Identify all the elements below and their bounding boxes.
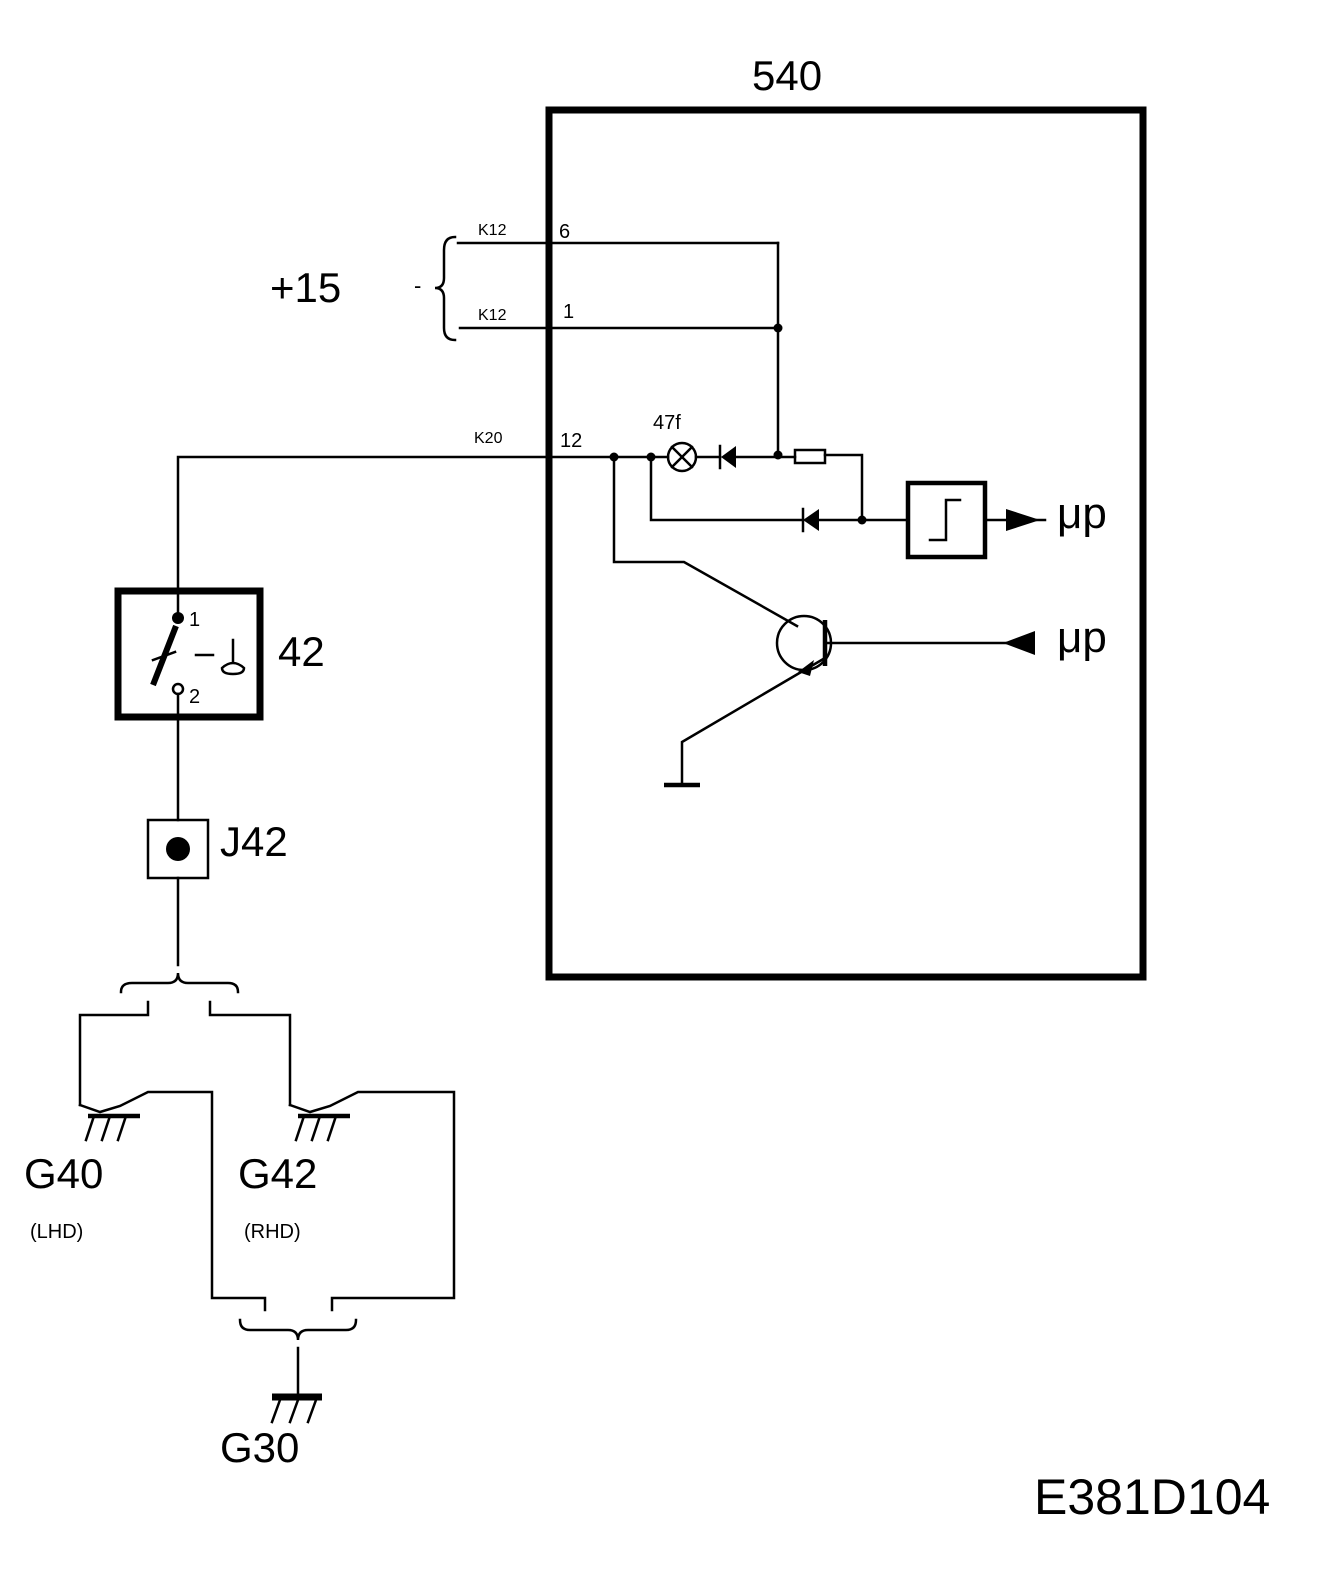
wire-pin-1: K12 1 [458, 301, 780, 330]
resistor-icon [793, 448, 827, 465]
switch-pin-1-dot [172, 612, 184, 624]
connector-j42-label: J42 [220, 818, 288, 865]
output-schmitt-label: μp [1057, 489, 1107, 538]
wire-pin-12: K20 12 [176, 430, 670, 617]
module-540-frame [545, 106, 1147, 981]
junction-dot [773, 323, 783, 333]
ground-g40-label: G40 [24, 1150, 103, 1197]
connector-j42-dot [166, 837, 190, 861]
module-540: 540 [545, 52, 1147, 981]
pin-6-connector: K12 [478, 222, 507, 239]
pin-12-connector: K20 [474, 430, 503, 447]
switch-42: 1 2 42 [114, 587, 325, 721]
reference-code: E381D104 [1034, 1469, 1270, 1525]
arrow-right-icon [1006, 509, 1040, 531]
arrow-left-icon [1003, 631, 1035, 655]
transistor [612, 455, 1032, 788]
ground-g42-label: G42 [238, 1150, 317, 1197]
oil-pressure-icon [220, 661, 246, 676]
pin-1-number: 1 [563, 301, 574, 323]
pin-1-connector: K12 [478, 307, 507, 324]
lamp-47f: 47f [653, 412, 698, 473]
variant-brace [119, 972, 240, 994]
switch-pin-1-label: 1 [189, 609, 200, 631]
connector-j42: J42 [146, 818, 288, 880]
step-icon [928, 498, 962, 542]
supply-brace [434, 235, 457, 342]
schmitt-trigger [905, 480, 988, 560]
pin-12-number: 12 [560, 430, 582, 452]
ground-g40-variant: (LHD) [30, 1221, 83, 1243]
supply-label: +15 [270, 264, 341, 311]
output-transistor-label: μp [1057, 613, 1107, 662]
pin-6-number: 6 [559, 221, 570, 243]
ground-g40: G40 (LHD) [24, 1090, 267, 1312]
junction-dot [773, 450, 783, 460]
module-540-label: 540 [752, 52, 822, 99]
wire-pin-6: K12 6 [456, 221, 780, 245]
diode-icon [801, 507, 819, 533]
ground-g42: G42 (RHD) [238, 1090, 456, 1312]
switch-pin-2-dot [171, 682, 185, 696]
supply-dash: - [414, 273, 421, 298]
ground-g30-label: G30 [220, 1424, 299, 1471]
ground-g42-variant: (RHD) [244, 1221, 301, 1243]
emitter-arrow-icon [798, 660, 814, 676]
switch-42-frame [114, 587, 264, 721]
diode-icon [718, 444, 736, 470]
ground-brace [238, 1318, 358, 1341]
supply-plus15: +15 - [270, 235, 457, 342]
switch-42-label: 42 [278, 628, 325, 675]
ground-g30: G30 [220, 1393, 322, 1471]
switch-pin-2-label: 2 [189, 686, 200, 708]
lamp-label: 47f [653, 412, 681, 434]
